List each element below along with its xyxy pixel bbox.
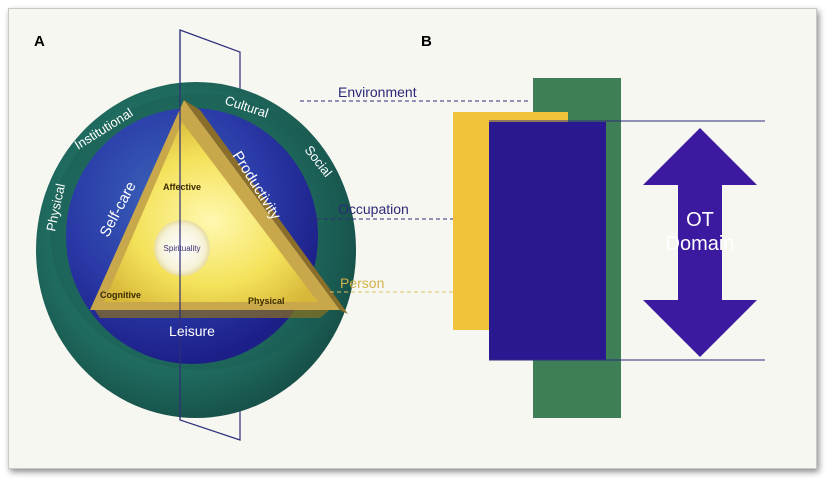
ot-domain-label-line1: OT: [686, 209, 714, 231]
person-label: Person: [340, 275, 384, 291]
panel-b-label: B: [421, 33, 432, 50]
spirituality-label: Spirituality: [164, 244, 201, 253]
occupation-bar: [489, 122, 606, 360]
environment-label: Environment: [338, 84, 417, 100]
triangle-side-edge: [184, 100, 348, 314]
panel-a-label: A: [34, 33, 45, 50]
ot-domain-arrow: [643, 128, 757, 357]
ot-domain-label-line2: Domain: [666, 233, 735, 255]
person-physical-label: Physical: [248, 296, 285, 306]
occupation-label: Occupation: [338, 201, 409, 217]
person-affective-label: Affective: [163, 182, 201, 192]
spirituality-core: [154, 220, 210, 276]
occ-leisure-label: Leisure: [169, 323, 215, 339]
person-cognitive-label: Cognitive: [100, 290, 141, 300]
